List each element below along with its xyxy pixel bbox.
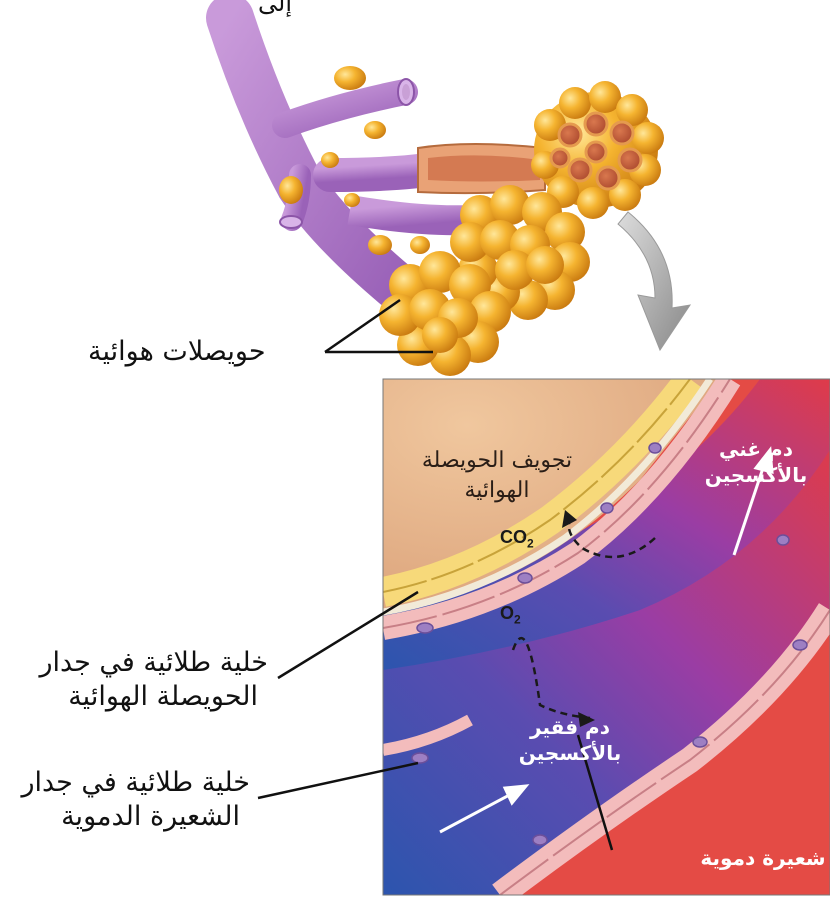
top-cut-text: إلى (258, 0, 292, 20)
oxygen-rich-blood-label: دم غني بالأكسجين (686, 436, 826, 488)
oxygen-poor-blood-label: دم فقير بالأكسجين (500, 714, 640, 766)
co2-label: CO2 (500, 527, 534, 551)
capillary-wall-cell-label: خلية طلائية في جدار الشعيرة الدموية (18, 766, 250, 834)
alveolus-cavity-label: تجويف الحويصلة الهوائية (392, 446, 602, 506)
capillary-label: شعيرة دموية (700, 845, 826, 871)
o2-label: O2 (500, 603, 521, 627)
zoom-arrow (618, 212, 690, 350)
bronchiole-illustration (230, 18, 690, 376)
alveoli-label: حويصلات هوائية (88, 335, 266, 369)
alveolar-wall-cell-label: خلية طلائية في جدار الحويصلة الهوائية (18, 646, 268, 714)
